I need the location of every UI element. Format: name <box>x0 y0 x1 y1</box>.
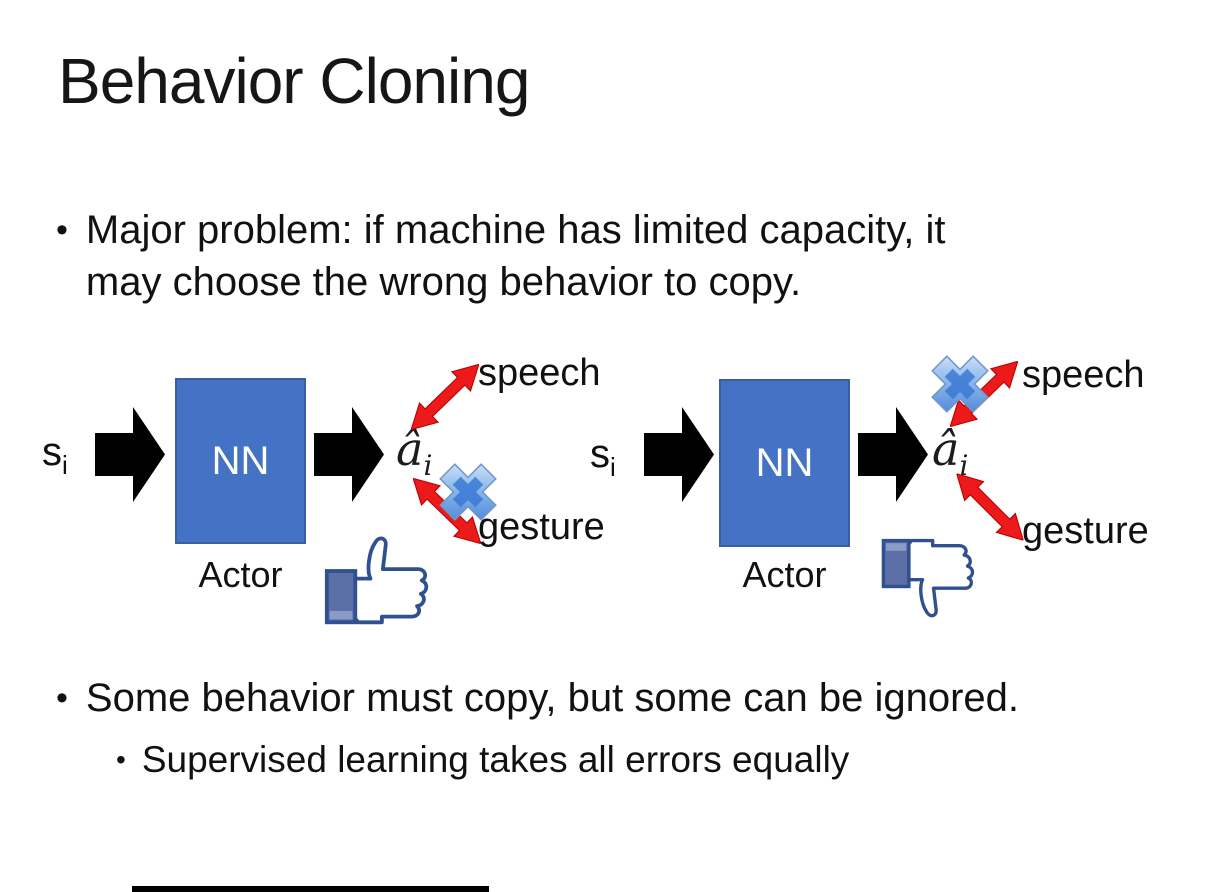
nn-box: NN <box>719 379 850 547</box>
state-label: si <box>42 430 68 480</box>
bullet-some-behavior-text: Some behavior must copy, but some can be… <box>85 676 1020 720</box>
gesture-label: gesture <box>1022 510 1149 552</box>
right-block-arrow-icon <box>95 407 165 502</box>
right-block-arrow-icon <box>644 407 714 502</box>
bullet-some-behavior: • Some behavior must copy, but some can … <box>56 672 1156 724</box>
actor-label: Actor <box>198 554 283 595</box>
bullet-major-problem: • Major problem: if machine has limited … <box>56 204 1136 308</box>
speech-label: speech <box>1022 354 1145 396</box>
bullet-dot: • <box>116 744 126 775</box>
red-double-arrow-gesture-icon <box>955 472 1025 542</box>
bullet-supervised-learning-text: Supervised learning takes all errors equ… <box>141 739 850 780</box>
red-double-arrow-speech-icon <box>410 363 480 431</box>
nn-box: NN <box>175 378 306 544</box>
bullet-supervised-learning: • Supervised learning takes all errors e… <box>116 736 1166 784</box>
right-block-arrow-icon <box>858 407 928 502</box>
speech-label: speech <box>478 352 601 394</box>
state-label: si <box>590 432 616 482</box>
bullet-dot: • <box>56 211 68 249</box>
cropped-text-strip <box>132 886 489 892</box>
nn-label: NN <box>211 438 270 483</box>
actor-label: Actor <box>742 554 827 595</box>
slide-title: Behavior Cloning <box>58 45 530 117</box>
thumbs-up-icon <box>324 536 429 625</box>
nn-label: NN <box>755 440 814 485</box>
bullet-line: may choose the wrong behavior to copy. <box>85 260 802 304</box>
state-subscript: i <box>610 452 616 482</box>
bullet-line: Major problem: if machine has limited ca… <box>85 208 946 252</box>
bullet-major-problem-text: Major problem: if machine has limited ca… <box>86 204 946 308</box>
action-label: âi <box>396 422 433 483</box>
right-block-arrow-icon <box>314 407 384 502</box>
bullet-dot: • <box>56 679 68 717</box>
state-subscript: i <box>62 450 68 480</box>
blue-cross-x-icon <box>931 355 989 413</box>
blue-cross-x-icon <box>439 463 497 521</box>
gesture-label: gesture <box>478 506 605 548</box>
action-subscript: i <box>959 449 969 483</box>
thumbs-down-icon <box>881 538 975 618</box>
action-label: âi <box>932 422 969 483</box>
action-subscript: i <box>423 449 433 483</box>
